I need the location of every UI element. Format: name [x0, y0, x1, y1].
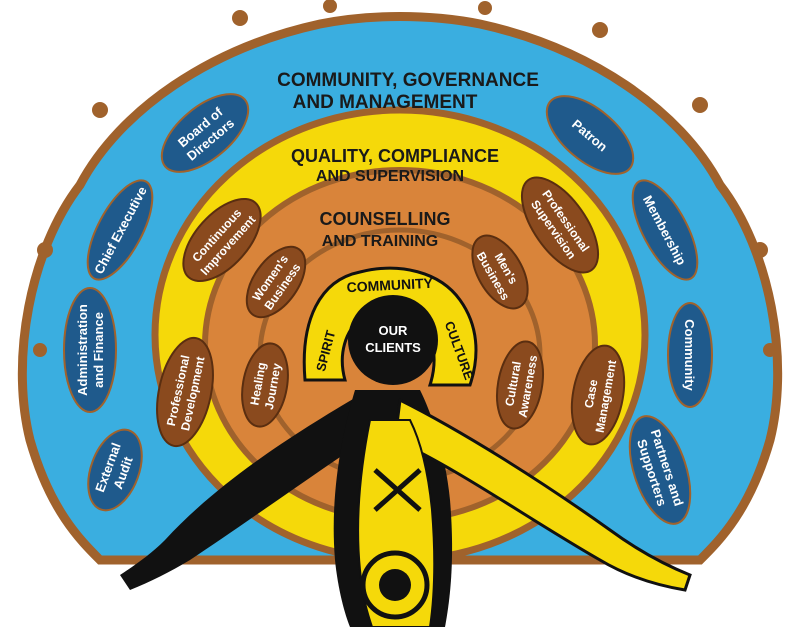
case-management-pill: Case Management — [570, 344, 626, 446]
figure-circle-outer — [360, 550, 430, 620]
rim-knob — [37, 242, 53, 258]
pill-shape — [160, 93, 250, 173]
mens-business-pill: Men's Business — [471, 234, 529, 310]
figure-circle-inner — [379, 569, 411, 601]
rim-knobs — [33, 0, 777, 357]
core-community-label: COMMUNITY — [346, 275, 434, 296]
rim-knob — [92, 102, 108, 118]
cultural-awareness-pill: Cultural Awareness — [496, 340, 544, 430]
pill-shape — [63, 287, 117, 413]
pill-shape — [570, 344, 626, 446]
pill-shape — [87, 428, 143, 512]
pill-label: and Finance — [91, 312, 106, 388]
core-clients-line1: OUR — [379, 323, 409, 338]
pill-shape — [545, 95, 635, 175]
pill-shape — [628, 415, 692, 525]
quality-ring-title-line1: QUALITY, COMPLIANCE — [291, 146, 499, 166]
outer-ring-items: Board of Directors Chief Executive Admin… — [63, 93, 713, 525]
core-head — [348, 295, 438, 385]
administration-finance-pill: Administration and Finance — [63, 287, 117, 413]
pill-label: Case — [582, 378, 601, 409]
counselling-ring-title-line2: AND TRAINING — [322, 233, 438, 250]
professional-supervision-pill: Professional Supervision — [520, 176, 600, 274]
core-figure — [120, 266, 692, 627]
pill-label: Administration — [75, 304, 90, 396]
rim-knob — [752, 242, 768, 258]
healing-journey-pill: Healing Journey — [241, 342, 289, 428]
pill-shape — [245, 245, 307, 319]
rim-knob — [692, 97, 708, 113]
figure-cross-motif — [373, 468, 422, 512]
pill-shape — [520, 176, 600, 274]
counselling-ring-title-line1: COUNSELLING — [319, 209, 450, 229]
patron-pill: Patron — [545, 95, 635, 175]
rim-knob — [33, 343, 47, 357]
figure-right-arm — [393, 397, 692, 592]
outer-ring-title-line2: AND MANAGEMENT — [293, 92, 478, 113]
core-clients-line2: CLIENTS — [365, 340, 421, 355]
membership-pill: Membership — [631, 179, 699, 281]
pill-label: Community — [682, 319, 697, 391]
pill-shape — [471, 234, 529, 310]
community-pill: Community — [667, 302, 713, 408]
pill-shape — [631, 179, 699, 281]
outer-ring-title-line1: COMMUNITY, GOVERNANCE — [277, 70, 539, 91]
pill-shape — [496, 340, 544, 430]
pill-shape — [241, 342, 289, 428]
professional-development-pill: Professional Development — [156, 336, 214, 448]
pill-shape — [86, 179, 154, 281]
rim-knob — [592, 22, 608, 38]
rim-knob — [232, 10, 248, 26]
pill-shape — [667, 302, 713, 408]
rim-knob — [763, 343, 777, 357]
rim-knob — [478, 1, 492, 15]
pill-shape — [156, 336, 214, 448]
external-audit-pill: External Audit — [87, 428, 143, 512]
figure-left-arm — [120, 395, 380, 590]
quality-ring-title-line2: AND SUPERVISION — [316, 168, 464, 185]
rim-knob — [323, 0, 337, 13]
pill-shape — [182, 197, 262, 283]
